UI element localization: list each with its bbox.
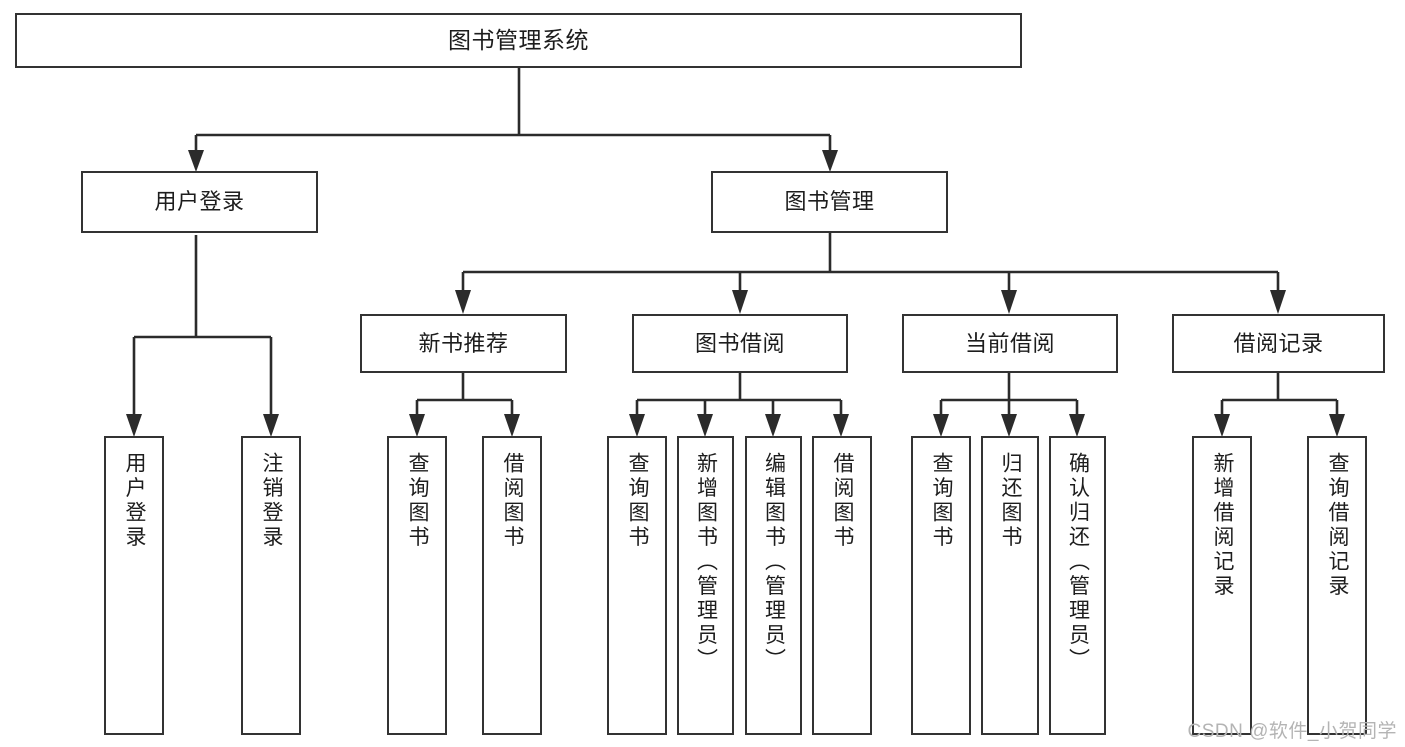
leaf-logout-label: 注销登录 <box>260 452 284 550</box>
leaf-borrow-book-a[interactable]: 借阅图书 <box>482 436 542 735</box>
leaf-query-book-c-label: 查询图书 <box>930 452 954 550</box>
leaf-confirm-return-label: 确认归还（管理员） <box>1066 452 1090 673</box>
leaf-logout[interactable]: 注销登录 <box>241 436 301 735</box>
leaf-borrow-book-a-label: 借阅图书 <box>501 452 525 550</box>
leaf-query-book-a[interactable]: 查询图书 <box>387 436 447 735</box>
node-current-borrow[interactable]: 当前借阅 <box>902 314 1118 373</box>
leaf-query-book-b[interactable]: 查询图书 <box>607 436 667 735</box>
leaf-add-record[interactable]: 新增借阅记录 <box>1192 436 1252 735</box>
node-root-label: 图书管理系统 <box>448 26 589 53</box>
node-current-borrow-label: 当前借阅 <box>964 330 1055 356</box>
node-new-book-recommend-label: 新书推荐 <box>418 330 509 356</box>
leaf-edit-book-label: 编辑图书（管理员） <box>762 452 786 673</box>
leaf-query-book-a-label: 查询图书 <box>406 452 430 550</box>
leaf-query-book-b-label: 查询图书 <box>626 452 650 550</box>
leaf-borrow-book-b-label: 借阅图书 <box>831 452 855 550</box>
leaf-edit-book[interactable]: 编辑图书（管理员） <box>745 436 802 735</box>
node-book-borrow[interactable]: 图书借阅 <box>632 314 848 373</box>
leaf-query-record-label: 查询借阅记录 <box>1326 452 1350 599</box>
leaf-confirm-return[interactable]: 确认归还（管理员） <box>1049 436 1106 735</box>
leaf-return-book-label: 归还图书 <box>999 452 1023 550</box>
leaf-return-book[interactable]: 归还图书 <box>981 436 1039 735</box>
leaf-query-book-c[interactable]: 查询图书 <box>911 436 971 735</box>
leaf-add-book[interactable]: 新增图书（管理员） <box>677 436 734 735</box>
leaf-user-login-label: 用户登录 <box>123 452 147 550</box>
node-borrow-record[interactable]: 借阅记录 <box>1172 314 1385 373</box>
node-book-manage-label: 图书管理 <box>784 189 875 215</box>
leaf-user-login[interactable]: 用户登录 <box>104 436 164 735</box>
node-book-manage[interactable]: 图书管理 <box>711 171 948 233</box>
node-root[interactable]: 图书管理系统 <box>15 13 1022 68</box>
node-user-login[interactable]: 用户登录 <box>81 171 318 233</box>
watermark: CSDN @软件_小贺同学 <box>1187 721 1397 742</box>
leaf-add-record-label: 新增借阅记录 <box>1211 452 1235 599</box>
node-book-borrow-label: 图书借阅 <box>694 330 785 356</box>
node-new-book-recommend[interactable]: 新书推荐 <box>360 314 567 373</box>
leaf-add-book-label: 新增图书（管理员） <box>694 452 718 673</box>
node-user-login-label: 用户登录 <box>154 189 245 215</box>
node-borrow-record-label: 借阅记录 <box>1233 330 1324 356</box>
leaf-borrow-book-b[interactable]: 借阅图书 <box>812 436 872 735</box>
leaf-query-record[interactable]: 查询借阅记录 <box>1307 436 1367 735</box>
